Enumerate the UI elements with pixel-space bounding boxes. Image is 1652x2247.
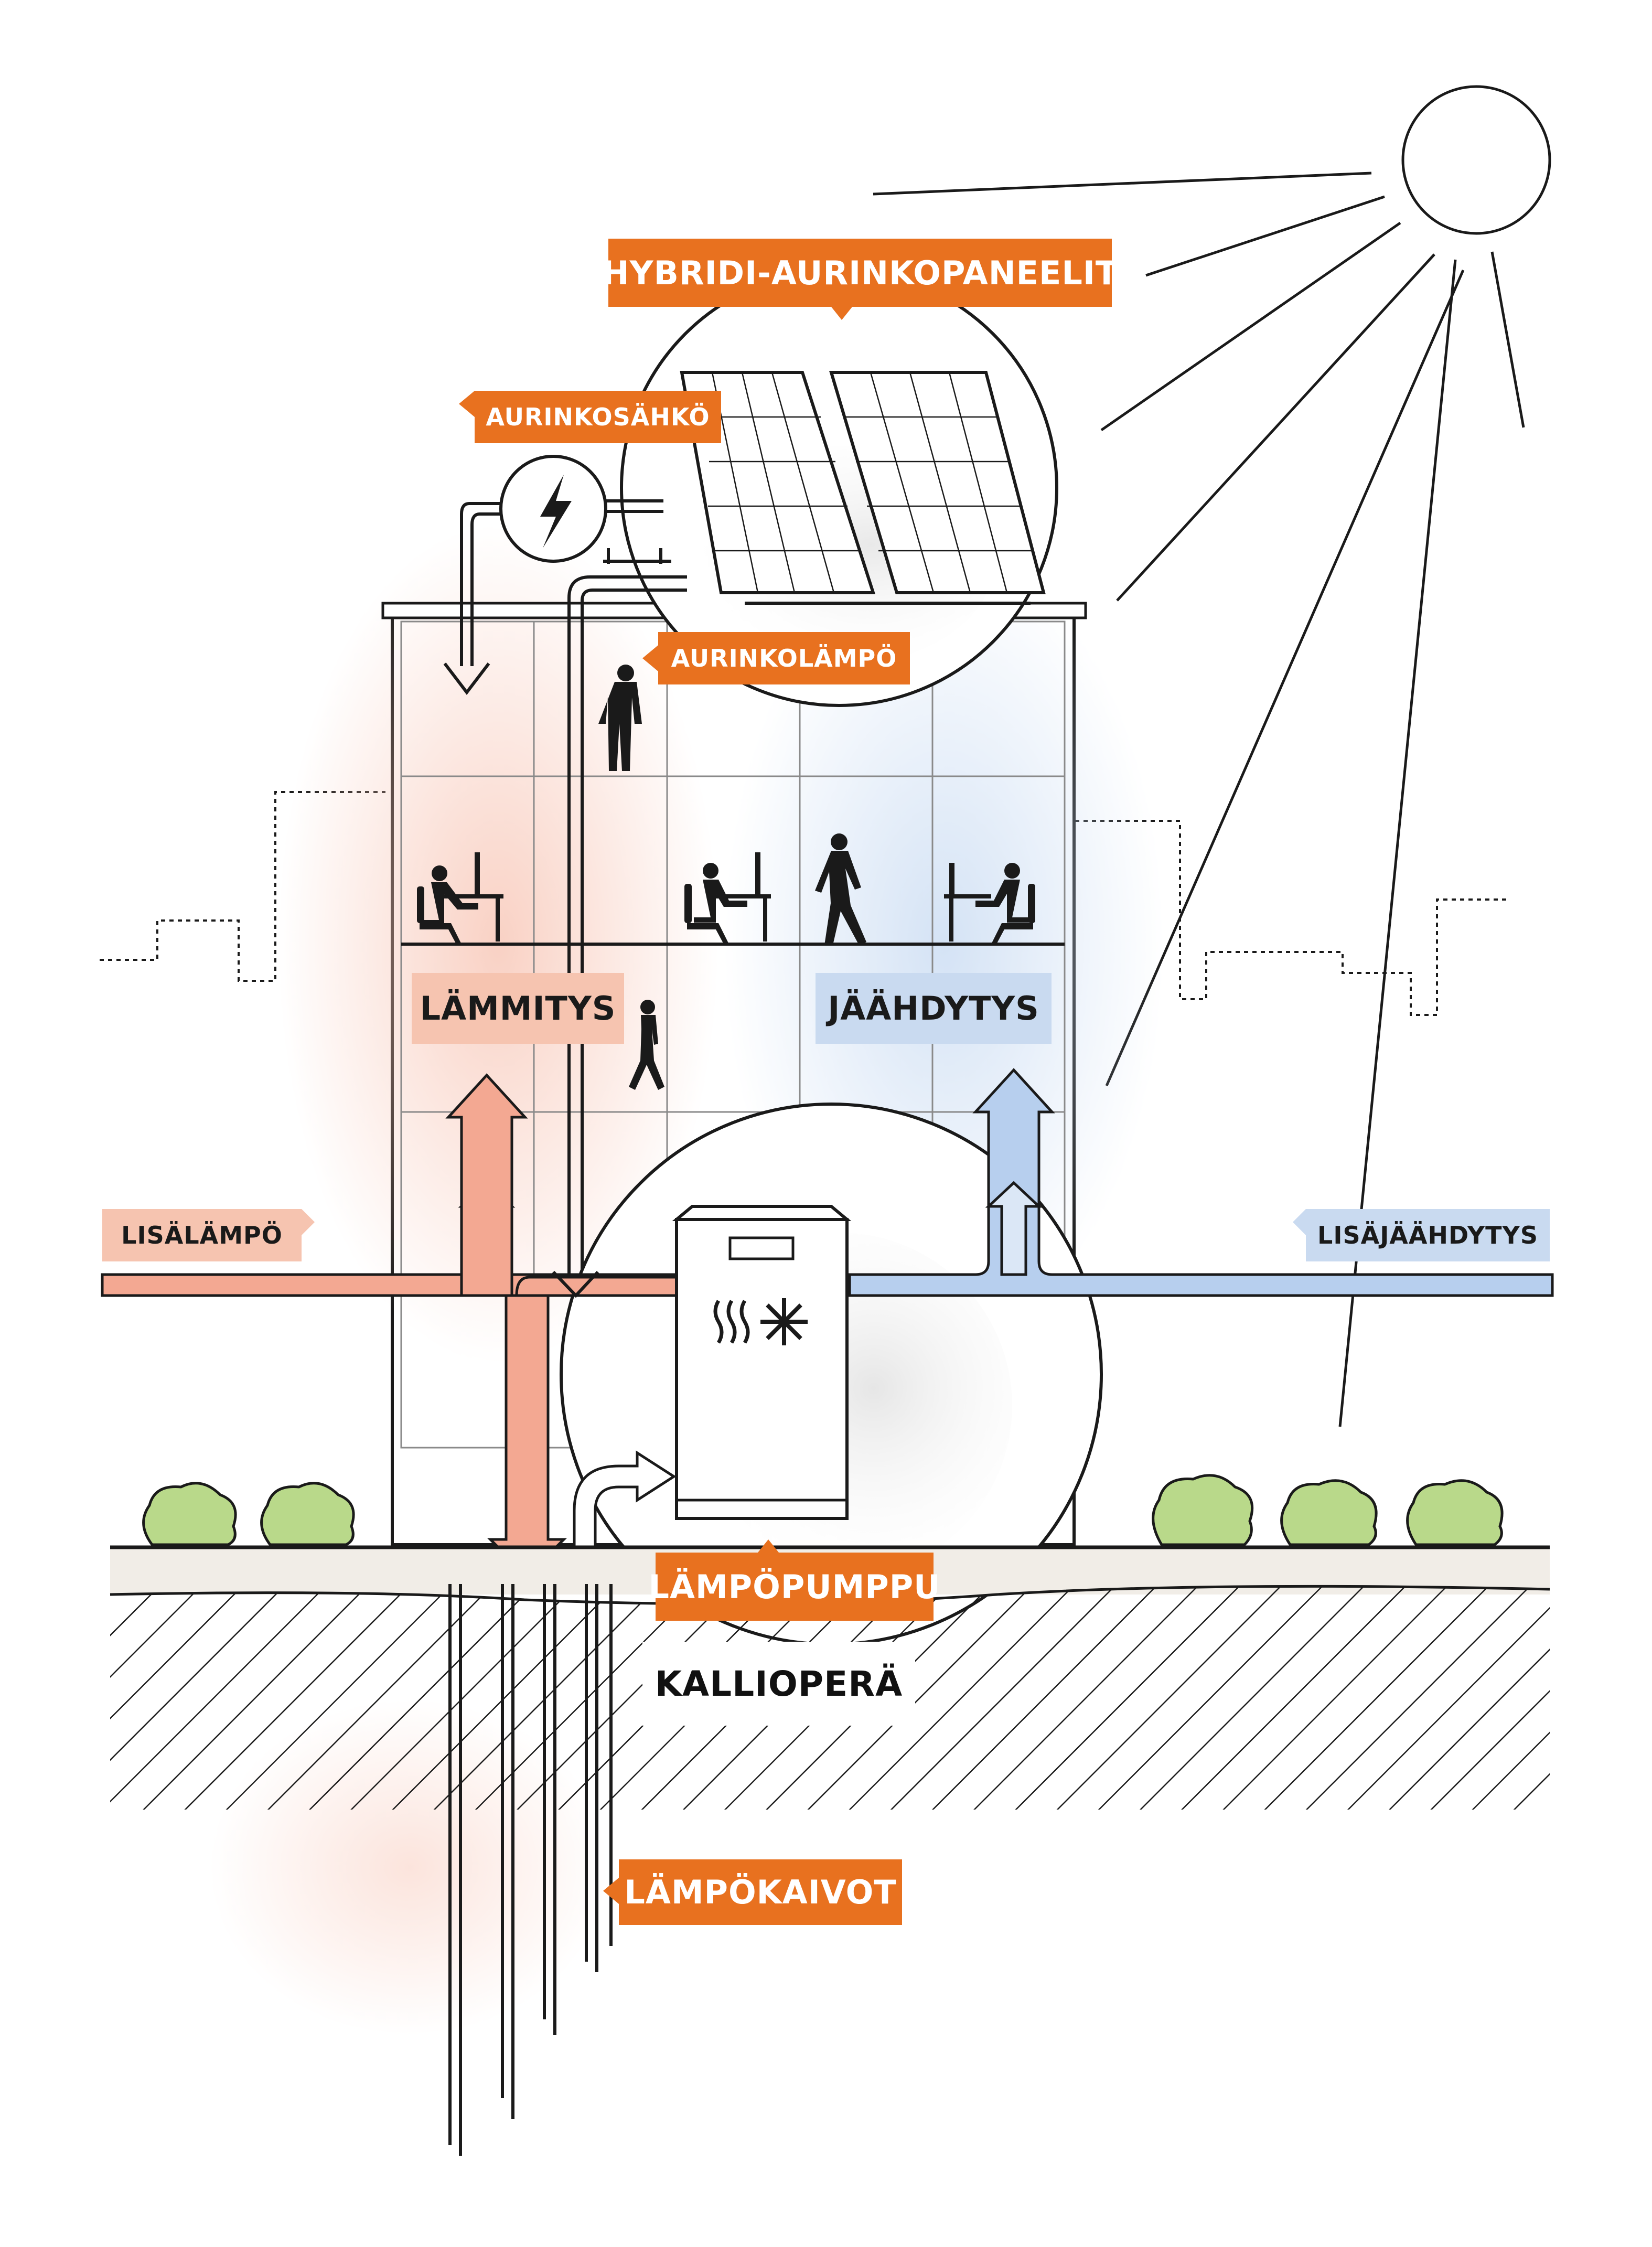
extra-cooling-label: LISÄJÄÄHDYTYS (1306, 1209, 1550, 1261)
heating-flow (101, 1073, 683, 1578)
person-icon (944, 863, 1035, 944)
heat-waves-icon (713, 1300, 750, 1344)
solar-heat-label: AURINKOLÄMPÖ (658, 632, 910, 684)
person-icon (598, 665, 642, 771)
cooling-flow (848, 1068, 1554, 1297)
extra-heat-label: LISÄLÄMPÖ (102, 1209, 302, 1261)
solar-power-label: AURINKOSÄHKÖ (475, 391, 721, 443)
person-icon (629, 1000, 664, 1090)
person-icon (684, 852, 771, 944)
heat-pump-label: LÄMPÖPUMPPU (648, 1553, 940, 1621)
tag-pointers (302, 307, 1306, 1904)
sun-icon (873, 85, 1551, 1427)
cooling-label: JÄÄHDYTYS (816, 973, 1052, 1044)
bedrock-label: KALLIOPERÄ (655, 1663, 903, 1704)
heating-label: LÄMMITYS (412, 973, 624, 1044)
hybrid-panels-label: HYBRIDI-AURINKOPANEELIT (602, 239, 1118, 307)
snowflake-icon (760, 1298, 808, 1345)
person-icon (815, 833, 866, 945)
boreholes (448, 1584, 613, 2156)
boreholes-label: LÄMPÖKAIVOT (619, 1859, 902, 1925)
person-icon (417, 852, 503, 944)
lightning-icon (499, 455, 607, 563)
city-skyline (100, 791, 1510, 1016)
solar-panel-icon (680, 371, 1046, 605)
bush-icon (142, 1474, 1504, 1546)
heat-pump-icon (573, 1205, 852, 1575)
solar-panel-zoom (620, 269, 1058, 707)
